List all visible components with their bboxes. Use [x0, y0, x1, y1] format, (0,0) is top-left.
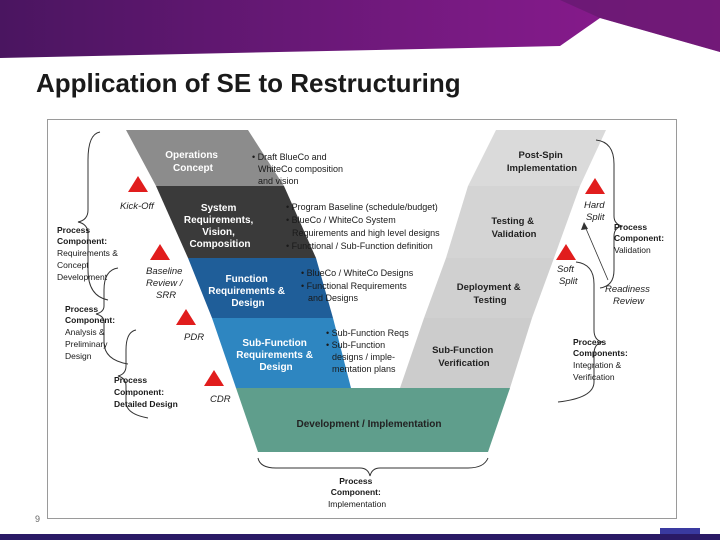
hard-split-milestone-icon — [585, 178, 605, 194]
subfunction-verification-block — [400, 318, 532, 388]
brace-requirements — [77, 131, 109, 301]
system-requirements-block — [156, 186, 316, 258]
pdr-label: PDR — [184, 332, 204, 343]
kickoff-milestone-icon — [128, 176, 148, 192]
cdr-label: CDR — [210, 394, 231, 405]
subfunction-bullets: • Sub-Function Reqs • Sub-Function desig… — [326, 328, 411, 374]
header-accent — [560, 0, 720, 52]
process-validation-label: Process Component: Validation — [614, 222, 666, 255]
readiness-arrow — [583, 223, 609, 281]
subfunction-requirements-block — [212, 318, 351, 388]
subfunction-requirements-label: Sub-Function Requirements & Design — [236, 338, 315, 373]
baseline-label: Baseline Review / SRR — [146, 266, 185, 301]
header-shape — [0, 0, 720, 58]
function-requirements-label: Function Requirements & Design — [208, 274, 287, 309]
process-analysis-label: Process Component: Analysis & Preliminar… — [65, 304, 117, 361]
soft-split-milestone-icon — [556, 244, 576, 260]
system-bullets: • Program Baseline (schedule/budget) • B… — [286, 202, 442, 251]
development-label: Development / Implementation — [296, 419, 441, 430]
footer-bar-fill — [0, 534, 720, 540]
post-spin-label: Post-Spin Implementation — [507, 150, 577, 174]
brace-analysis — [95, 267, 129, 365]
brace-integration — [557, 261, 603, 403]
cdr-milestone-icon — [204, 370, 224, 386]
deployment-testing-block — [424, 258, 554, 318]
testing-validation-block — [446, 186, 580, 258]
hard-split-label: Hard Split — [584, 200, 607, 223]
process-implementation-label: Process Component: Implementation — [328, 476, 386, 509]
operations-bullets: • Draft BlueCo and WhiteCo composition a… — [252, 152, 346, 186]
testing-validation-label: Testing & Validation — [491, 216, 536, 240]
footer-bar — [0, 528, 720, 540]
system-requirements-label: System Requirements, Vision, Composition — [184, 203, 256, 250]
deployment-testing-label: Deployment & Testing — [457, 282, 524, 306]
v-model-svg: Operations Concept System Requirements, … — [57, 130, 666, 509]
readiness-arrow-head — [581, 222, 588, 230]
page-number: 9 — [35, 514, 41, 524]
operations-concept-label: Operations Concept — [165, 150, 221, 174]
brace-validation — [595, 139, 623, 289]
se-v-diagram: Operations Concept System Requirements, … — [47, 119, 677, 519]
function-requirements-block — [188, 258, 333, 318]
development-implementation-block — [236, 388, 510, 452]
readiness-review-label: Readiness Review — [605, 284, 653, 307]
pdr-milestone-icon — [176, 309, 196, 325]
brace-detailed — [117, 329, 149, 419]
process-requirements-label: Process Component: Requirements & Concep… — [57, 225, 120, 282]
baseline-milestone-icon — [150, 244, 170, 260]
process-detailed-label: Process Component: Detailed Design — [114, 375, 178, 409]
function-bullets: • BlueCo / WhiteCo Designs • Functional … — [301, 268, 416, 303]
footer-bar-accent — [660, 528, 700, 534]
post-spin-block — [468, 130, 606, 186]
page-title: Application of SE to Restructuring — [36, 68, 461, 98]
subfunction-verification-label: Sub-Function Verification — [432, 345, 496, 369]
kickoff-label: Kick-Off — [120, 201, 155, 212]
header-banner — [0, 0, 720, 58]
brace-implementation — [257, 457, 489, 477]
soft-split-label: Soft Split — [557, 264, 578, 287]
operations-concept-block — [126, 130, 284, 186]
process-integration-label: Process Components: Integration & Verifi… — [573, 337, 630, 382]
